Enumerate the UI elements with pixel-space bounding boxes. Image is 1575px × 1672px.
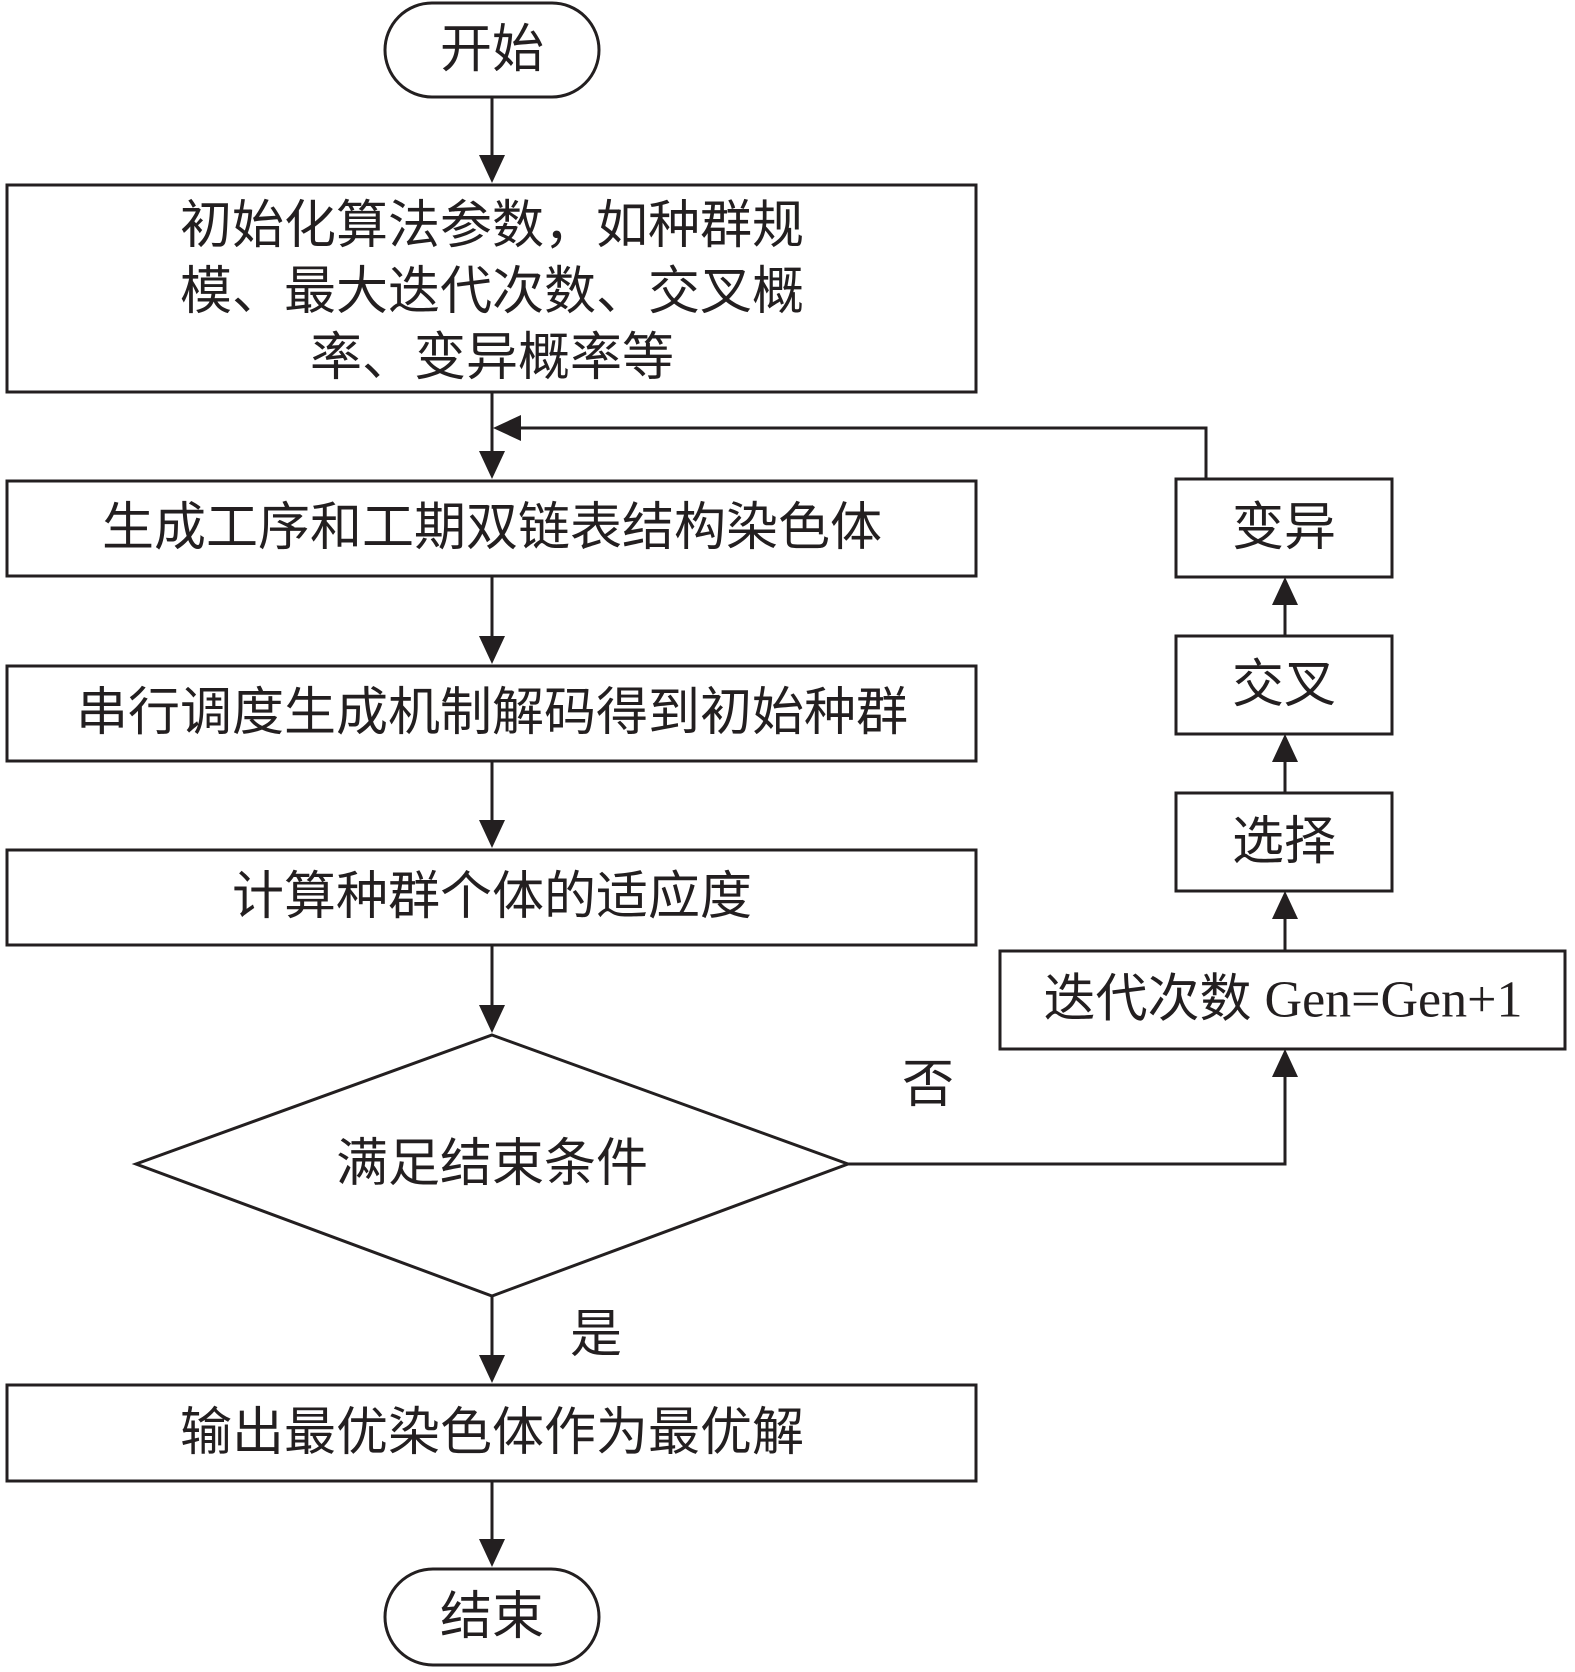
output-box [5,1383,978,1483]
arrowhead-icon [1272,734,1298,762]
edge-condition-to-iterate [848,1070,1287,1166]
arrowhead-icon [1272,577,1298,605]
arrowhead-icon [479,1005,505,1033]
mutate-label: 变异 [1232,498,1336,558]
select-label: 选择 [1232,812,1336,872]
arrowhead-icon [479,155,505,183]
connectors [479,97,1298,1567]
init-label-line1: 初始化算法参数，如种群规 [180,196,804,256]
edge-mutate-to-generate [514,426,1208,479]
start-label: 开始 [440,20,544,80]
nodes [5,1,1567,1667]
fitness-label: 计算种群个体的适应度 [232,867,752,927]
output-label: 输出最优染色体作为最优解 [180,1403,804,1463]
init-params-box [5,183,978,394]
generate-label: 生成工序和工期双链表结构染色体 [102,498,882,558]
arrowhead-icon [479,451,505,479]
decode-population-box [5,664,978,763]
condition-label: 满足结束条件 [336,1134,648,1194]
select-box [1174,791,1394,893]
init-label-line3: 率、变异概率等 [310,328,674,388]
arrowhead-icon [479,636,505,664]
mutate-box [1174,477,1394,579]
crossover-label: 交叉 [1232,655,1336,715]
arrowhead-icon [479,820,505,848]
arrowhead-icon [493,415,521,441]
edge-label-yes: 是 [570,1305,622,1365]
end-label: 结束 [440,1587,544,1647]
edge-label-no: 否 [902,1055,954,1115]
init-label-line2: 模、最大迭代次数、交叉概 [180,262,804,322]
arrowhead-icon [479,1355,505,1383]
fitness-box [5,848,978,947]
end-terminal [383,1567,601,1667]
start-terminal [383,1,601,99]
generate-chromosome-box [5,479,978,578]
arrowhead-icon [1272,891,1298,919]
arrowhead-icon [1272,1049,1298,1077]
labels: 开始 初始化算法参数，如种群规 模、最大迭代次数、交叉概 率、变异概率等 生成工… [76,20,1522,1647]
arrowhead-icon [479,1539,505,1567]
iterate-label: 迭代次数 Gen=Gen+1 [1044,972,1523,1029]
decode-label: 串行调度生成机制解码得到初始种群 [76,683,908,743]
crossover-box [1174,634,1394,736]
iterate-box [998,949,1567,1051]
condition-decision [131,1033,853,1298]
